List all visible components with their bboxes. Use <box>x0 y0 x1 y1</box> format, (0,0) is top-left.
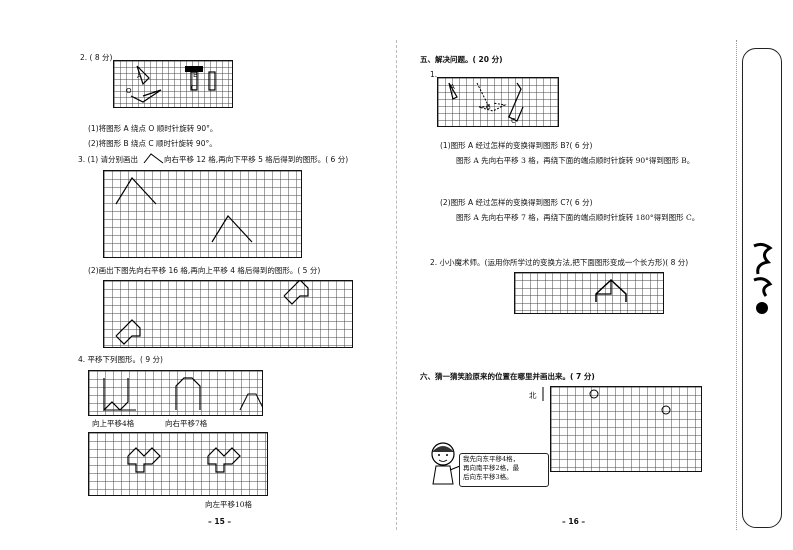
s5-q1-sub2: (2)图形 A 经过怎样的变换得到图形 C?( 6 分) <box>440 198 593 207</box>
figure-b-top <box>185 66 203 72</box>
brand-logo-icon <box>753 242 773 314</box>
q4-grid-2 <box>88 432 268 496</box>
q3-grid-1-shapes <box>115 177 253 243</box>
smiley-faces <box>589 389 671 415</box>
girl-cartoon-icon <box>431 442 461 485</box>
figure-b-rotated <box>208 71 216 91</box>
smiley-icon <box>589 389 599 399</box>
s5-q1-answer2: 图形 A 先向右平移 7 格，再绕下面的端点顺时针旋转 180°得到图形 C。 <box>456 213 700 222</box>
s5-q1-grid <box>437 77 559 127</box>
label-a: A <box>137 72 142 80</box>
q3-grid-2-shapes <box>115 280 309 345</box>
label-c: C <box>191 84 196 92</box>
page-number-right: – 16 – <box>562 517 586 526</box>
s5-label-b: B <box>486 103 491 111</box>
speech-line-2: 再向南平移2格，最 <box>463 464 520 472</box>
page-divider <box>396 40 397 530</box>
speech-line-1: 我先向东平移4格， <box>463 455 520 463</box>
q3-sub2: (2)画出下图先向右平移 16 格,再向上平移 4 格后得到的图形。( 5 分) <box>88 266 321 275</box>
triangle-icon <box>143 153 164 164</box>
binding-line <box>736 40 737 530</box>
q2-grid <box>113 60 233 108</box>
s5-q1-number: 1. <box>430 70 438 79</box>
s5-q2: 2. 小小魔术师。(运用你所学过的变换方法,把下面图形变成一个长方形)( 8 分… <box>430 258 689 267</box>
s5-label-a: A <box>450 83 455 91</box>
q4-label-2: 向右平移7格 <box>165 419 208 428</box>
q3-grid-2 <box>103 280 353 348</box>
label-o: O <box>126 87 132 95</box>
s5-q1-sub1: (1)图形 A 经过怎样的变换得到图形 B?( 6 分) <box>440 141 593 150</box>
q4-title: 4. 平移下列图形。( 9 分) <box>78 355 163 364</box>
north-label: 北 <box>529 391 537 400</box>
q2-title: 2. ( 8 分) <box>80 53 113 62</box>
north-arrow-icon <box>542 387 544 401</box>
figure-b-stem <box>190 71 198 91</box>
q4-grid-2-shapes <box>127 447 241 473</box>
s5-q1-figures <box>448 82 524 122</box>
s5-q2-figure <box>595 278 627 302</box>
q3-title-post: 向右平移 12 格,再向下平移 5 格后得到的图形。( 6 分) <box>164 155 349 164</box>
smiley-icon <box>661 405 671 415</box>
brand-sidebar <box>742 48 782 528</box>
q2-figures <box>130 65 216 103</box>
figure-a-shape <box>136 65 150 86</box>
q4-label-1: 向上平移4格 <box>92 419 135 428</box>
speech-bubble: 我先向东平移4格， 再向南平移2格，最 后向东平移3格。 <box>459 453 549 487</box>
figure-a-rotated <box>130 89 162 103</box>
label-b: B <box>193 71 198 79</box>
s5-q2-grid <box>514 272 664 314</box>
q3-title-pre: 3. (1) 请分别画出 <box>78 155 139 164</box>
s6-grid <box>550 386 702 472</box>
section-6-title: 六、猜一猜笑脸原来的位置在哪里并画出来。( 7 分) <box>420 372 595 381</box>
q2-sub1: (1)将图形 A 绕点 O 顺时针旋转 90°。 <box>88 124 218 133</box>
q4-grid-1-shapes <box>103 377 263 412</box>
section-5-title: 五、解决问题。( 20 分) <box>420 55 503 64</box>
q3-grid-1 <box>103 170 302 258</box>
q2-sub2: (2)将图形 B 绕点 C 顺时针旋转 90°。 <box>88 139 217 148</box>
q4-label-3: 向左平移10格 <box>205 500 253 509</box>
speech-line-3: 后向东平移3格。 <box>463 473 513 481</box>
s5-label-c: C <box>511 117 516 125</box>
s5-q1-answer1: 图形 A 先向右平移 3 格，再绕下面的端点顺时针旋转 90°得到图形 B。 <box>456 156 695 165</box>
page-number-left: – 15 – <box>208 517 232 526</box>
